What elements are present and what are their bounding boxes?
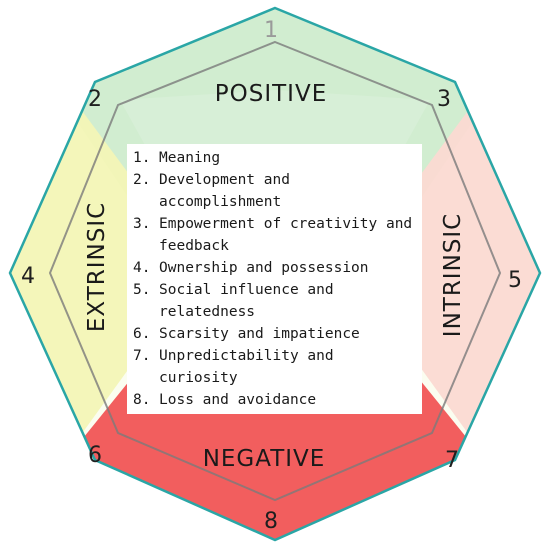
list-item-text: Social influence and relatedness xyxy=(159,282,334,320)
vertex-5-label: 5 xyxy=(508,268,522,293)
extrinsic-label: EXTRINSIC xyxy=(84,202,110,332)
list-item: 2. Development and accomplishment xyxy=(133,169,416,213)
vertex-2-label: 2 xyxy=(88,87,102,112)
positive-label: POSITIVE xyxy=(215,81,327,107)
vertex-6-label: 6 xyxy=(88,443,102,468)
motivation-list: 1. Meaning 2. Development and accomplishme… xyxy=(133,147,416,411)
list-item-number: 2. xyxy=(133,172,151,188)
motivation-list-box: 1. Meaning 2. Development and accomplishme… xyxy=(127,144,422,414)
list-item: 8. Loss and avoidance xyxy=(133,389,416,411)
list-item-number: 6. xyxy=(133,326,151,342)
list-item: 4. Ownership and possession xyxy=(133,257,416,279)
list-item-text: Development and accomplishment xyxy=(159,172,290,210)
list-item-text: Scarsity and impatience xyxy=(159,326,360,342)
list-item: 7. Unpredictability and curiosity xyxy=(133,345,416,389)
list-item-number: 7. xyxy=(133,348,151,364)
list-item-number: 3. xyxy=(133,216,151,232)
list-item-number: 1. xyxy=(133,150,151,166)
list-item-text: Empowerment of creativity and feedback xyxy=(159,216,413,254)
vertex-1-label: 1 xyxy=(264,18,278,43)
list-item-text: Meaning xyxy=(159,150,221,166)
vertex-8-label: 8 xyxy=(264,509,278,534)
list-item: 5. Social influence and relatedness xyxy=(133,279,416,323)
inner-octagon xyxy=(48,40,502,502)
vertex-3-label: 3 xyxy=(437,87,451,112)
list-item-text: Loss and avoidance xyxy=(159,392,317,408)
list-item-text: Ownership and possession xyxy=(159,260,369,276)
list-item-number: 8. xyxy=(133,392,151,408)
negative-label: NEGATIVE xyxy=(203,446,326,472)
vertex-7-label: 7 xyxy=(445,448,459,473)
list-item-number: 5. xyxy=(133,282,151,298)
list-item: 1. Meaning xyxy=(133,147,416,169)
outer-octagon xyxy=(8,6,542,542)
list-item-number: 4. xyxy=(133,260,151,276)
list-item: 3. Empowerment of creativity and feedback xyxy=(133,213,416,257)
intrinsic-label: INTRINSIC xyxy=(440,213,466,337)
list-item-text: Unpredictability and curiosity xyxy=(159,348,334,386)
vertex-4-label: 4 xyxy=(21,264,35,289)
list-item: 6. Scarsity and impatience xyxy=(133,323,416,345)
